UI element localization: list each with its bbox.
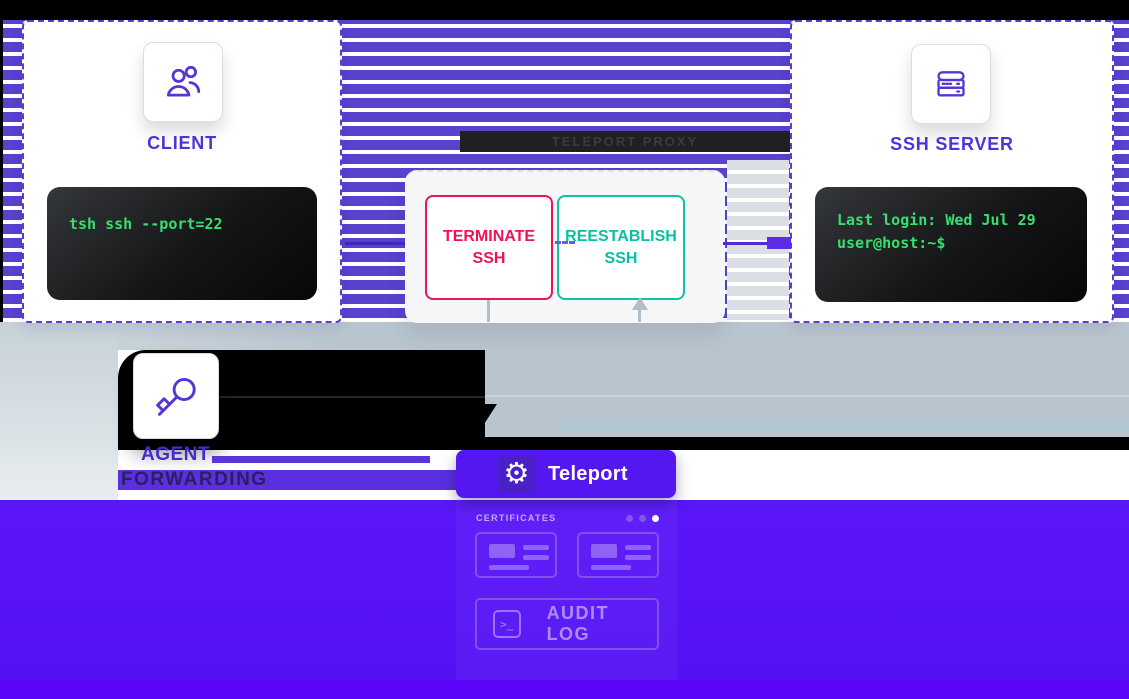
reestablish-up-arrow — [632, 297, 648, 310]
server-terminal-line2: user@host:~$ — [837, 233, 946, 252]
client-label: CLIENT — [147, 133, 217, 153]
key-icon — [156, 378, 196, 416]
client-terminal: tsh ssh --port=22 — [47, 187, 317, 300]
server-terminal: Last login: Wed Jul 29 user@host:~$ — [815, 187, 1087, 302]
gray-band — [0, 322, 1129, 350]
dashed-connector — [555, 241, 575, 244]
gray-right-region — [485, 350, 1129, 437]
agent-sublabel: FORWARDING — [121, 469, 268, 490]
teleport-brand-header: ⚙ Teleport — [456, 450, 676, 498]
agent-icon-box — [133, 353, 219, 439]
certificate-card — [475, 532, 557, 578]
reestablish-ssh-label: REESTABLISH SSH — [565, 227, 677, 267]
teal-glitch-line — [560, 428, 1129, 430]
proxy-title-bar: TELEPORT PROXY — [460, 131, 790, 152]
agent-connector-line — [218, 396, 485, 398]
pagination-dots — [626, 515, 659, 522]
gear-icon: ⚙ — [498, 455, 535, 493]
server-icon — [937, 71, 965, 97]
agent-purple-stripe — [212, 456, 430, 463]
reestablish-ssh-box: REESTABLISH SSH — [557, 195, 685, 300]
down-arrow — [443, 404, 497, 446]
client-terminal-command: tsh ssh --port=22 — [69, 215, 223, 233]
audit-log-box: >_ AUDIT LOG — [475, 598, 659, 650]
client-proxy-link — [345, 242, 405, 245]
terminate-stem — [487, 300, 490, 322]
users-icon — [166, 65, 201, 97]
certificate-card — [577, 532, 659, 578]
audit-log-label: AUDIT LOG — [546, 603, 610, 644]
certificates-label: CERTIFICATES — [476, 513, 557, 523]
forwarding-purple-bar — [118, 470, 490, 490]
gray-divider-line — [485, 395, 1129, 397]
certificate-icon — [489, 544, 515, 558]
teleport-panel-column — [456, 498, 677, 680]
agent-label: AGENT — [141, 444, 210, 465]
reestablish-up-arrow-stem — [638, 309, 641, 322]
proxy-title: TELEPORT PROXY — [551, 134, 699, 149]
left-black-edge — [0, 0, 3, 332]
ssh-server-label: SSH SERVER — [890, 134, 1014, 154]
black-glitch-bar — [118, 437, 1129, 450]
pagination-dot — [626, 515, 633, 522]
server-icon-box — [911, 44, 991, 124]
left-gray-column — [0, 322, 118, 500]
proxy-server-link-thick — [767, 237, 791, 249]
bottom-purple-panel — [0, 500, 1129, 680]
terminal-icon: >_ — [493, 610, 521, 638]
pagination-dot — [639, 515, 646, 522]
client-card: CLIENT tsh ssh --port=22 — [22, 20, 342, 323]
terminate-ssh-label: TERMINATE SSH — [442, 227, 536, 267]
proxy-server-link — [723, 242, 767, 245]
teleport-brand-name: Teleport — [548, 462, 628, 485]
bottom-strip — [0, 680, 1129, 699]
ssh-server-card: SSH SERVER Last login: Wed Jul 29 user@h… — [790, 20, 1114, 323]
terminate-ssh-box: TERMINATE SSH — [425, 195, 553, 300]
pagination-dot-active — [652, 515, 659, 522]
client-icon-box — [143, 42, 223, 122]
proxy-card: TERMINATE SSH REESTABLISH SSH — [405, 170, 725, 323]
server-terminal-line1: Last login: Wed Jul 29 — [837, 211, 1036, 229]
certificate-icon — [591, 544, 617, 558]
top-black-bar — [0, 0, 1129, 20]
